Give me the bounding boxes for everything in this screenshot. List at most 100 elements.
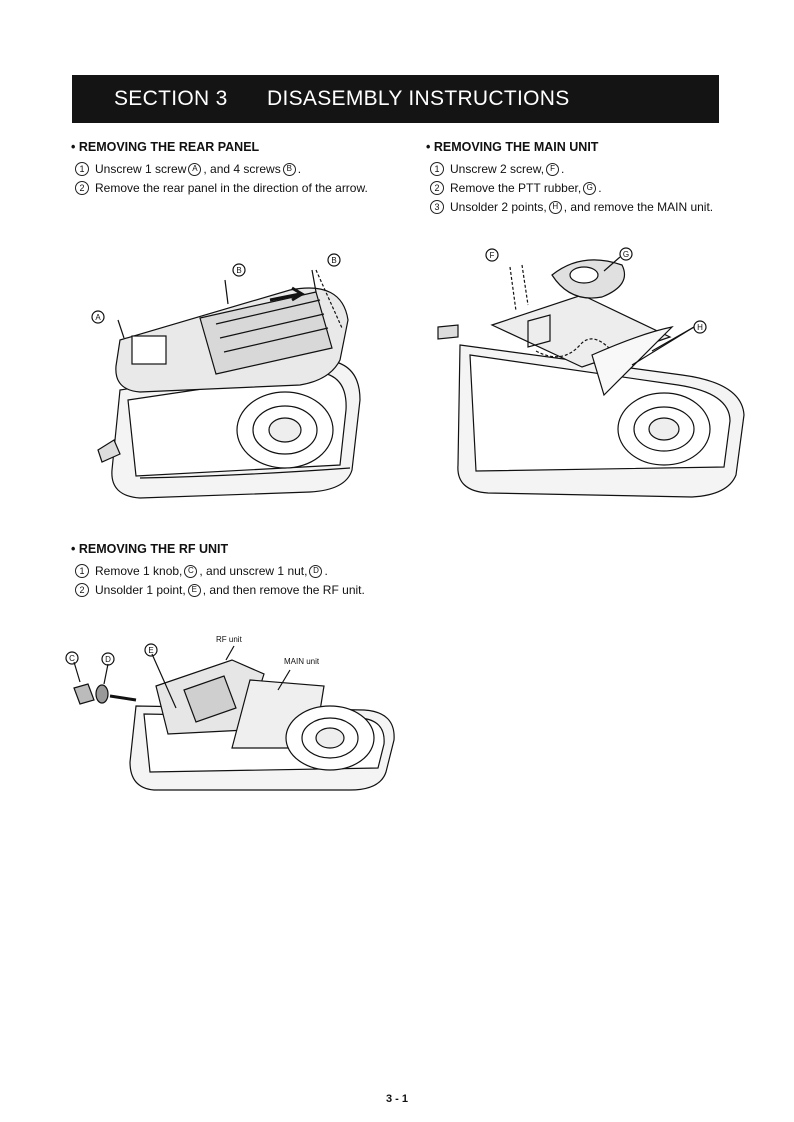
callout-b1 bbox=[232, 263, 246, 277]
callout-f-text: F bbox=[490, 251, 495, 260]
section-header: SECTION 3 DISASEMBLY INSTRUCTIONS bbox=[72, 75, 719, 123]
step-number: 3 bbox=[430, 200, 444, 214]
callout-c-line bbox=[73, 661, 81, 683]
rear-panel-figure: A B B bbox=[91, 253, 361, 499]
step-text: Unscrew 2 screw, bbox=[450, 162, 545, 176]
knob-c bbox=[73, 683, 95, 705]
main-unit-step-3: 3 Unsolder 2 points, H , and remove the … bbox=[430, 200, 713, 214]
part-marker: A bbox=[188, 162, 202, 176]
part-marker: C bbox=[184, 564, 198, 578]
step-text: , and unscrew 1 nut, bbox=[199, 564, 308, 578]
label-plate bbox=[131, 335, 167, 365]
section-title: DISASEMBLY INSTRUCTIONS bbox=[267, 87, 570, 110]
callout-d-line bbox=[103, 663, 109, 685]
speaker-cone bbox=[315, 727, 345, 749]
callout-main-line bbox=[277, 669, 291, 691]
direction-arrow bbox=[269, 286, 305, 302]
step-text: . bbox=[598, 181, 602, 195]
component bbox=[527, 314, 551, 348]
step-number: 2 bbox=[75, 181, 89, 195]
main-unit-section: • REMOVING THE MAIN UNIT 1 Unscrew 2 scr… bbox=[426, 140, 713, 219]
ptt-area bbox=[591, 326, 674, 397]
rear-panel-heading: • REMOVING THE REAR PANEL bbox=[71, 140, 260, 154]
callout-b1-text: B bbox=[236, 266, 241, 275]
step-number: 1 bbox=[75, 564, 89, 578]
callout-h2-line bbox=[651, 326, 695, 352]
callout-h bbox=[693, 320, 707, 334]
battery-compartment bbox=[199, 291, 333, 375]
step-number: 1 bbox=[75, 162, 89, 176]
speaker-cone bbox=[268, 417, 302, 443]
step-text: , and then remove the RF unit. bbox=[202, 583, 365, 597]
step-text: Unscrew 1 screw bbox=[95, 162, 187, 176]
callout-g-text: G bbox=[623, 250, 629, 259]
callout-g bbox=[619, 247, 633, 261]
part-marker: G bbox=[583, 181, 597, 195]
speaker-cone bbox=[648, 417, 680, 441]
callout-a-text: A bbox=[95, 313, 101, 322]
callout-g-line bbox=[603, 256, 621, 272]
callout-c bbox=[65, 651, 79, 665]
part-marker: B bbox=[282, 162, 296, 176]
callout-a bbox=[91, 310, 105, 324]
callout-b2 bbox=[327, 253, 341, 267]
callout-e bbox=[144, 643, 158, 657]
screw-a-line bbox=[117, 319, 125, 339]
step-text: Remove the PTT rubber, bbox=[450, 181, 582, 195]
rf-unit-step-1: 1 Remove 1 knob, C , and unscrew 1 nut, … bbox=[75, 564, 365, 578]
step-text: , and 4 screws bbox=[203, 162, 281, 176]
rf-unit-section: • REMOVING THE RF UNIT 1 Remove 1 knob, … bbox=[71, 542, 365, 602]
antenna-connector bbox=[437, 324, 459, 340]
side-knob bbox=[97, 439, 121, 463]
ptt-button bbox=[569, 266, 599, 284]
rear-panel-step-2: 2 Remove the rear panel in the direction… bbox=[75, 181, 368, 195]
screw-b2-line bbox=[311, 269, 317, 293]
callout-e-text: E bbox=[148, 646, 153, 655]
main-unit-label: MAIN unit bbox=[284, 657, 320, 666]
speaker-ring bbox=[633, 406, 695, 452]
rf-unit-step-2: 2 Unsolder 1 point, E , and then remove … bbox=[75, 583, 365, 597]
section-number: SECTION 3 bbox=[114, 87, 228, 110]
callout-e-line bbox=[151, 653, 177, 709]
step-text: . bbox=[324, 564, 328, 578]
shaft bbox=[109, 694, 137, 702]
screw-f1-line bbox=[509, 266, 517, 312]
rf-shield bbox=[183, 675, 237, 723]
screw-b3-line bbox=[315, 269, 343, 329]
main-unit-step-1: 1 Unscrew 2 screw, F . bbox=[430, 162, 713, 176]
main-unit-step-2: 2 Remove the PTT rubber, G . bbox=[430, 181, 713, 195]
step-text: Remove 1 knob, bbox=[95, 564, 183, 578]
body-edge bbox=[139, 467, 351, 479]
battery-cells bbox=[215, 299, 329, 353]
nut-d bbox=[95, 684, 109, 704]
step-text: . bbox=[297, 162, 302, 176]
callout-c-text: C bbox=[69, 654, 75, 663]
page-number: 3 - 1 bbox=[385, 1093, 408, 1105]
step-text: . bbox=[561, 162, 565, 176]
rear-panel-section: • REMOVING THE REAR PANEL 1 Unscrew 1 sc… bbox=[71, 140, 368, 200]
main-unit-heading: • REMOVING THE MAIN UNIT bbox=[426, 140, 599, 154]
callout-f bbox=[485, 248, 499, 262]
rf-unit-heading: • REMOVING THE RF UNIT bbox=[71, 542, 229, 556]
step-number: 1 bbox=[430, 162, 444, 176]
step-text: Unsolder 1 point, bbox=[95, 583, 186, 597]
step-number: 2 bbox=[75, 583, 89, 597]
screw-b1-line bbox=[224, 279, 229, 305]
hidden-trace bbox=[535, 338, 611, 358]
callout-rf-line bbox=[225, 645, 235, 661]
rf-unit-label: RF unit bbox=[216, 635, 243, 644]
rf-unit-figure: C D E RF unit MAIN unit bbox=[65, 635, 395, 791]
speaker-ring bbox=[252, 405, 318, 455]
callout-d-text: D bbox=[105, 655, 111, 664]
part-marker: F bbox=[546, 162, 560, 176]
callout-h-text: H bbox=[697, 323, 703, 332]
step-text: Remove the rear panel in the direction o… bbox=[95, 181, 368, 195]
step-number: 2 bbox=[430, 181, 444, 195]
part-marker: H bbox=[548, 200, 562, 214]
screw-f2-line bbox=[521, 264, 529, 306]
step-text: Unsolder 2 points, bbox=[450, 200, 547, 214]
callout-d bbox=[101, 652, 115, 666]
part-marker: E bbox=[187, 583, 201, 597]
speaker-ring bbox=[301, 717, 359, 759]
callout-b2-text: B bbox=[331, 256, 336, 265]
